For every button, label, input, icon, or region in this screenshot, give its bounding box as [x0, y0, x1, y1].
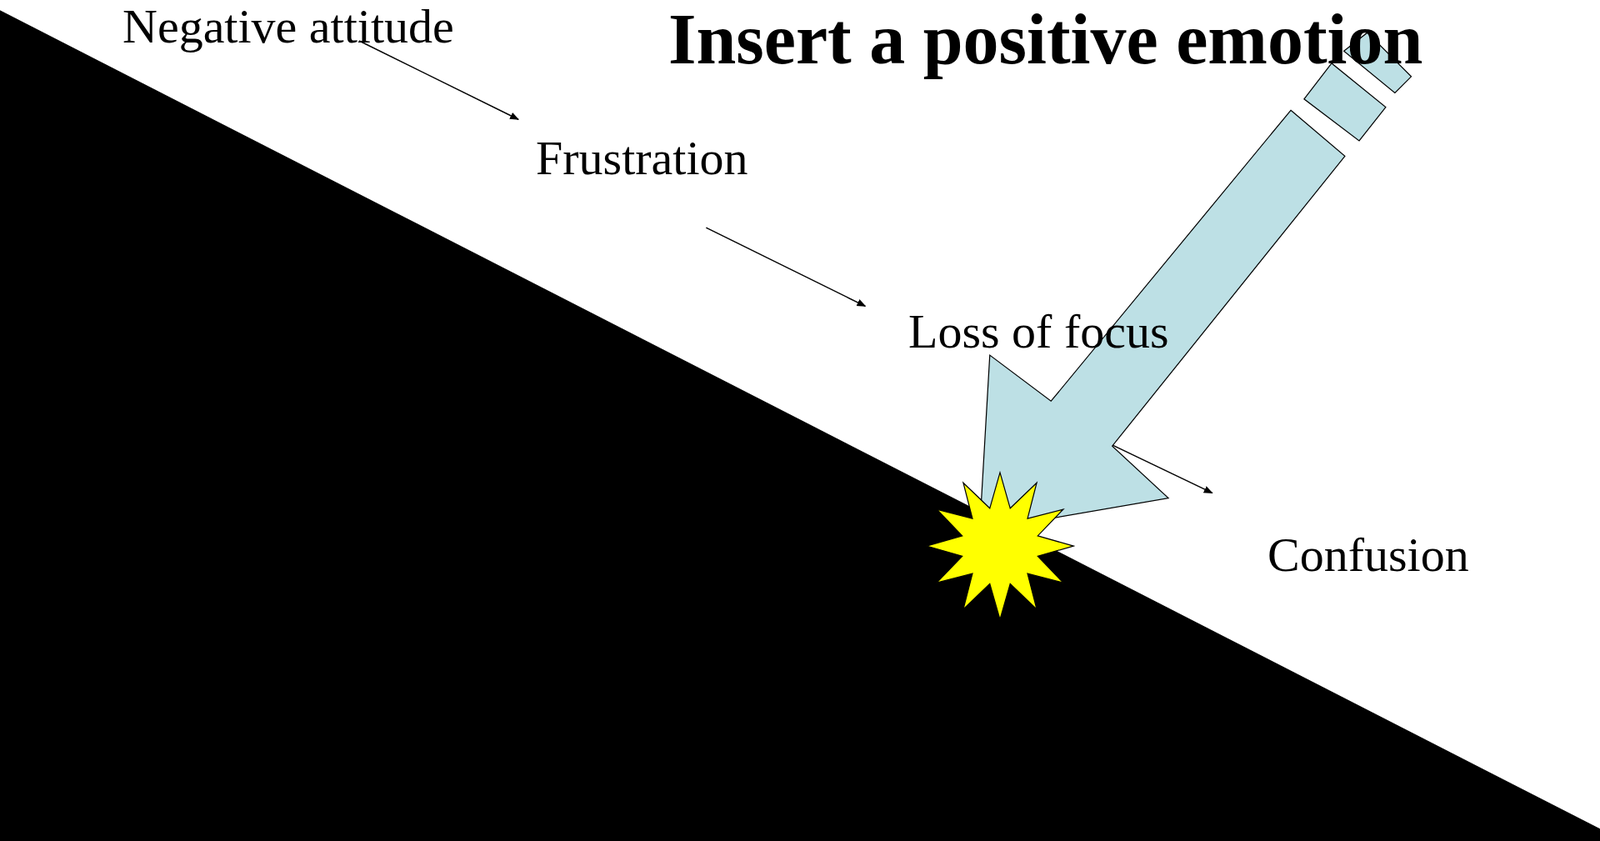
- starburst: [926, 472, 1074, 620]
- stage-label: Loss of focus: [908, 305, 1170, 359]
- stage-label: Negative attitude: [122, 0, 455, 54]
- stage-label: Confusion: [1267, 528, 1470, 582]
- flow-arrow: [705, 227, 865, 306]
- dark-slope: [0, 10, 1600, 841]
- slide-title: Insert a positive emotion: [668, 0, 1423, 80]
- stage-label: Frustration: [535, 131, 749, 185]
